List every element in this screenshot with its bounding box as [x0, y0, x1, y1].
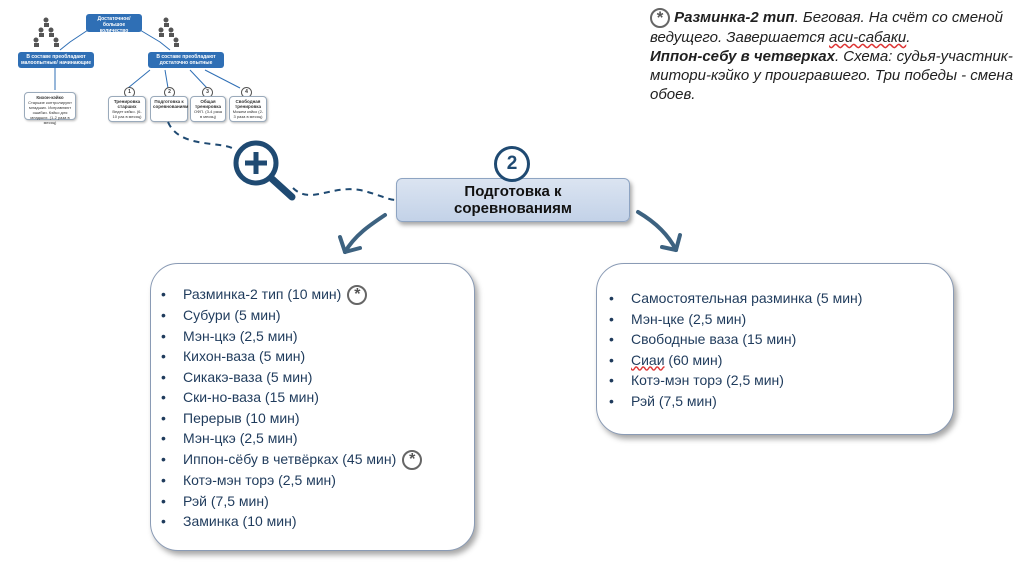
note-line1-end: .: [906, 29, 911, 47]
left-list-item-label: Котэ-мэн торэ (2,5 мин): [183, 472, 336, 489]
center-title-box: Подготовка к соревнованиям: [396, 178, 630, 222]
left-list-item-label: Субури (5 мин): [183, 307, 281, 324]
left-list-item: Кихон-ваза (5 мин): [161, 346, 474, 367]
left-list-item-label: Кихон-ваза (5 мин): [183, 348, 306, 365]
arrow-left: [338, 213, 387, 254]
mini-option-1: Тренировка старших Ведет кэйко. (6-10 ра…: [108, 96, 146, 122]
asterisk-circle-icon: *: [347, 285, 368, 306]
mini-option-1-text: Ведет кэйко. (6-10 раз в месяц): [112, 109, 142, 119]
right-list-item: Самостоятельная разминка (5 мин): [609, 288, 953, 309]
mini-org-chart[interactable]: Достаточное/ большое количество участник…: [0, 0, 270, 130]
left-list-item-label: Заминка (10 мин): [183, 513, 297, 530]
note-line2-bold: Иппон-себу в четверках: [650, 48, 835, 66]
right-list-item-label: Рэй (7,5 мин): [631, 392, 717, 409]
note-line2-text: . Схема: судья-участник-митори-кэйко у п…: [650, 48, 1014, 104]
left-list-item-label: Разминка-2 тип (10 мин): [183, 286, 342, 302]
mini-option-2-title: Подготовка к соревнованиям: [153, 99, 189, 109]
mini-option-2: Подготовка к соревнованиям: [150, 96, 188, 122]
left-list-item: Котэ-мэн торэ (2,5 мин): [161, 470, 474, 491]
right-list-item: Котэ-мэн торэ (2,5 мин): [609, 370, 953, 391]
right-list-item-label: Самостоятельная разминка (5 мин): [631, 290, 863, 306]
mini-left-branch-node: В составе преобладают малоопытные/ начин…: [18, 52, 94, 68]
left-list-panel: Разминка-2 тип (10 мин) * Субури (5 мин) Мэ…: [150, 263, 475, 551]
step-number-badge: 2: [494, 146, 530, 182]
left-list-item-label: Перерыв (10 мин): [183, 409, 300, 426]
left-list-item: Субури (5 мин): [161, 305, 474, 326]
dashed-path-2: [292, 187, 397, 201]
zoom-in-icon[interactable]: [230, 137, 300, 203]
mini-option-4-title: Свободная тренировка: [235, 99, 261, 109]
right-list-item-label: Котэ-мэн торэ (2,5 мин): [631, 372, 784, 388]
note-line1-wavy: аси-сабаки: [829, 29, 907, 47]
left-list-item: Ски-но-ваза (15 мин): [161, 387, 474, 408]
left-list-item: Иппон-сёбу в четвёрках (45 мин) *: [161, 449, 474, 471]
mini-left-leaf: Кихон-кэйко Старшие контролируют младших…: [24, 92, 76, 125]
arrow-right: [636, 210, 682, 252]
right-list-item: Сиаи (60 мин): [609, 350, 953, 371]
mini-option-3-text: ОФП. (3-4 раза в месяц): [194, 109, 222, 119]
right-list-item: Свободные ваза (15 мин): [609, 329, 953, 350]
right-list-panel: Самостоятельная разминка (5 мин) Мэн-цке …: [596, 263, 954, 435]
right-list-item-label: Свободные ваза (15 мин): [631, 331, 797, 347]
note-text: * Разминка-2 тип. Беговая. На счёт со см…: [650, 8, 1020, 104]
left-list-item-label: Сикакэ-ваза (5 мин): [183, 368, 313, 385]
mini-option-1-title: Тренировка старших: [113, 99, 141, 109]
dashed-path: [167, 121, 236, 151]
left-list-item-label: Мэн-цкэ (2,5 мин): [183, 430, 298, 447]
mini-option-4-text: Можем кэйко (2-3 раза в месяц): [232, 109, 264, 119]
center-title: Подготовка к соревнованиям: [454, 183, 572, 217]
mini-top-node: Достаточное/ большое количество участник…: [86, 14, 142, 40]
left-list-item-label: Иппон-сёбу в четвёрках (45 мин): [183, 450, 397, 467]
right-list-item-label: Сиаи (60 мин): [631, 351, 723, 368]
mini-option-3: Общая тренировка ОФП. (3-4 раза в месяц): [190, 96, 226, 122]
right-list: Самостоятельная разминка (5 мин) Мэн-цке …: [609, 288, 953, 411]
right-list-item: Мэн-цке (2,5 мин): [609, 309, 953, 330]
mini-chart-connectors: [33, 17, 241, 90]
note-line1-text: . Беговая. На счёт со сменой ведущего. З…: [650, 9, 1003, 47]
left-list-item: Заминка (10 мин): [161, 511, 474, 532]
note-line1-bold: Разминка-2 тип: [674, 9, 795, 26]
mini-option-4: Свободная тренировка Можем кэйко (2-3 ра…: [229, 96, 267, 122]
mini-right-branch-node: В составе преобладают достаточно опытные: [148, 52, 224, 68]
left-list-item: Мэн-цкэ (2,5 мин): [161, 326, 474, 347]
right-list-item: Рэй (7,5 мин): [609, 391, 953, 412]
left-list-item-label: Рэй (7,5 мин): [183, 492, 269, 509]
left-list-item: Мэн-цкэ (2,5 мин): [161, 428, 474, 449]
asterisk-circle-icon: *: [402, 450, 423, 471]
mini-option-3-title: Общая тренировка: [195, 99, 221, 109]
asterisk-circle-icon: *: [650, 8, 670, 29]
right-list-item-label: Мэн-цке (2,5 мин): [631, 310, 747, 327]
left-list-item-label: Мэн-цкэ (2,5 мин): [183, 327, 298, 344]
left-list-item-label: Ски-но-ваза (15 мин): [183, 389, 319, 406]
mini-left-leaf-title: Кихон-кэйко: [36, 95, 64, 100]
left-list: Разминка-2 тип (10 мин) * Субури (5 мин) Мэ…: [161, 284, 474, 532]
mini-left-leaf-text: Старшие контролируют младших. Исправляют…: [28, 100, 72, 125]
left-list-item: Рэй (7,5 мин): [161, 491, 474, 512]
left-list-item: Перерыв (10 мин): [161, 408, 474, 429]
left-list-item: Сикакэ-ваза (5 мин): [161, 367, 474, 388]
left-list-item: Разминка-2 тип (10 мин) *: [161, 284, 474, 306]
